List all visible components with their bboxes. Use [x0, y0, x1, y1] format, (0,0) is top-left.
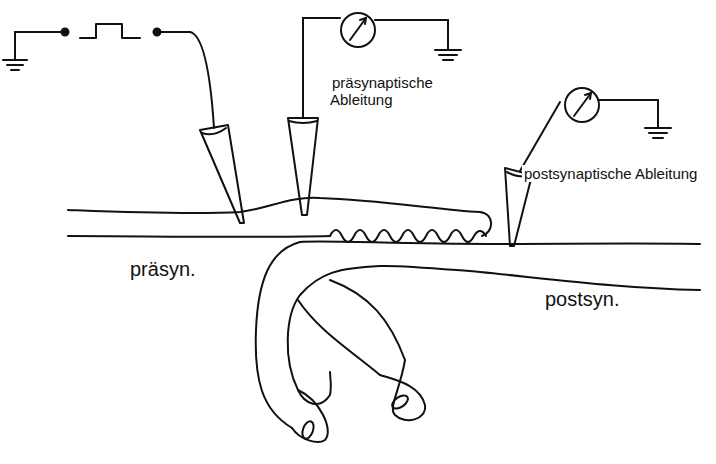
recording-label: postsynaptische Ableitung — [522, 165, 712, 182]
region-label: präsyn. — [128, 258, 248, 281]
presynaptic-meter — [288, 13, 461, 215]
stimulator — [3, 24, 214, 128]
recording-label-text: präsynaptische Ableitung — [330, 74, 433, 108]
region-label: postsyn. — [543, 288, 663, 311]
region-label-text: postsyn. — [543, 288, 621, 310]
recording-label-text: postsynaptische Ableitung — [522, 165, 699, 182]
stimulation-electrode — [200, 125, 244, 223]
region-label-text: präsyn. — [128, 258, 198, 280]
presynaptic-axon — [68, 198, 491, 242]
postsynaptic-neuron — [256, 241, 700, 441]
recording-label: präsynaptische Ableitung — [330, 74, 455, 109]
